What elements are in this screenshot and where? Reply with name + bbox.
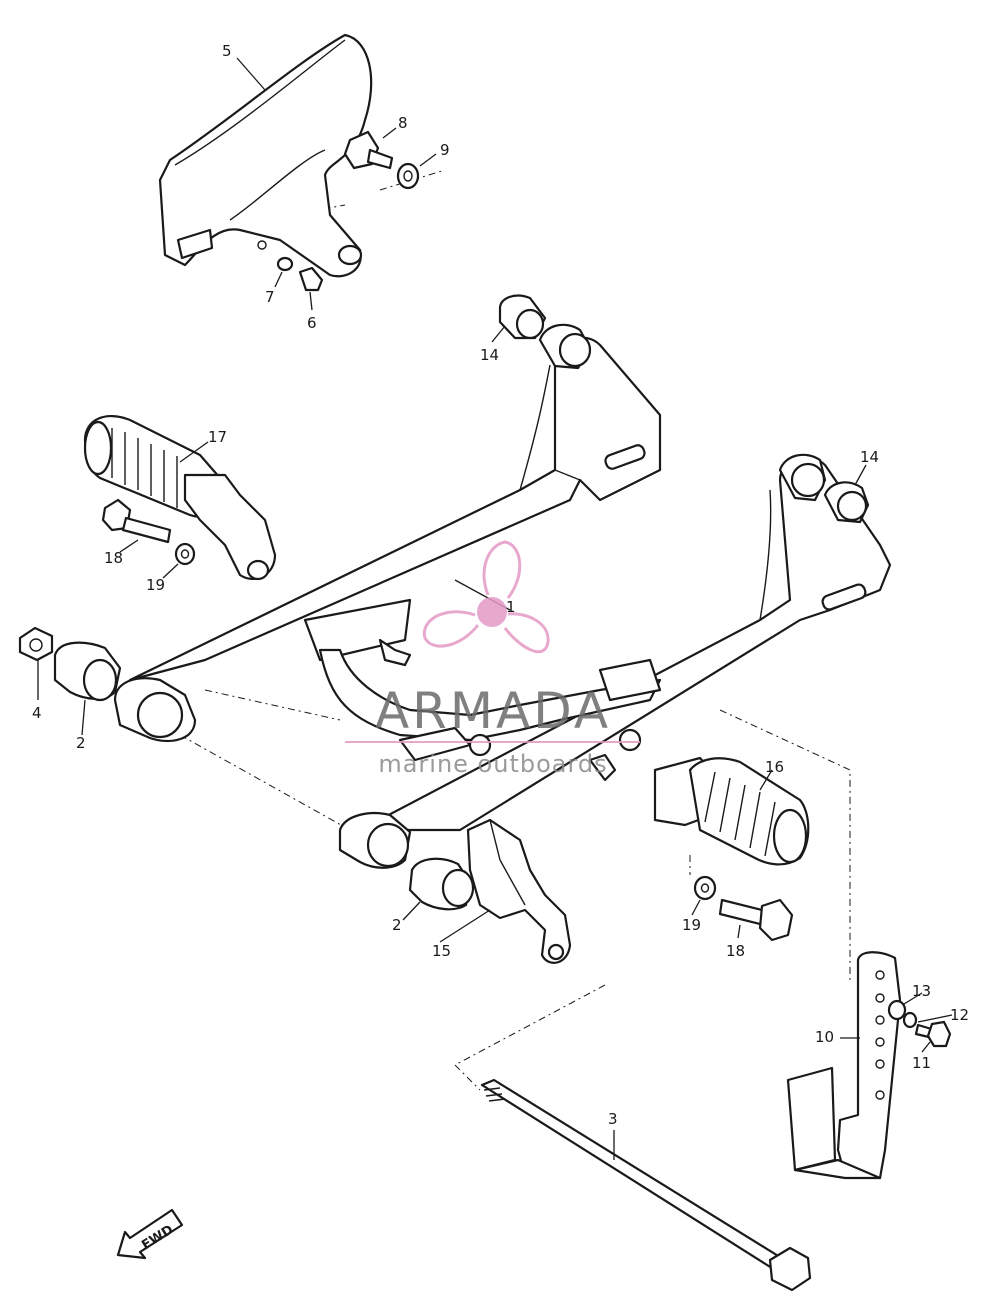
washer-7 — [276, 256, 294, 272]
propeller-blade-top — [482, 540, 522, 599]
bolt-8 — [343, 130, 394, 170]
label-17: 17 — [208, 428, 227, 446]
watermark-tagline: marine outboards — [378, 750, 607, 778]
heel-guard-5 — [158, 33, 373, 278]
propeller-blade-right — [503, 612, 550, 654]
leader-lines — [37, 57, 953, 1160]
washer-12 — [902, 1011, 918, 1029]
propeller-logo — [422, 540, 550, 654]
label-5: 5 — [222, 42, 232, 60]
washer-9 — [396, 162, 420, 190]
armada-watermark: ARMADA marine outboards — [345, 540, 640, 778]
pivot-boss-rear — [113, 677, 197, 742]
collar-14-front — [778, 453, 870, 524]
watermark-brand: ARMADA — [375, 682, 611, 740]
collar-2-rear — [53, 641, 122, 702]
label-9: 9 — [440, 141, 450, 159]
propeller-blade-left — [422, 610, 480, 648]
screw-6 — [298, 266, 324, 292]
label-1: 1 — [506, 598, 516, 616]
label-12: 12 — [950, 1006, 969, 1024]
label-8: 8 — [398, 114, 408, 132]
label-19-rear: 19 — [146, 576, 165, 594]
label-19-front: 19 — [682, 916, 701, 934]
shaft-3 — [480, 1078, 812, 1292]
label-2-rear: 2 — [76, 734, 86, 752]
label-2-front: 2 — [392, 916, 402, 934]
washer-19-rear — [174, 542, 196, 566]
label-4: 4 — [32, 704, 42, 722]
fwd-arrow: FWD — [116, 1208, 184, 1260]
label-13: 13 — [912, 982, 931, 1000]
label-11: 11 — [912, 1054, 931, 1072]
label-14-rear: 14 — [480, 346, 499, 364]
label-3: 3 — [608, 1110, 618, 1128]
washer-19-front — [693, 875, 717, 901]
part-labels: 5 8 9 7 6 14 17 14 18 19 1 4 2 16 2 15 1… — [32, 42, 969, 1128]
footrest-17 — [83, 415, 277, 581]
footrest-16 — [653, 756, 810, 866]
bolt-11 — [914, 1020, 952, 1048]
label-18-rear: 18 — [104, 549, 123, 567]
label-7: 7 — [265, 288, 275, 306]
label-18-front: 18 — [726, 942, 745, 960]
collar-2-front — [408, 857, 475, 911]
collar-14-rear — [498, 294, 592, 370]
nut-4 — [18, 626, 54, 662]
label-14-front: 14 — [860, 448, 879, 466]
label-16: 16 — [765, 758, 784, 776]
label-15: 15 — [432, 942, 451, 960]
label-10: 10 — [815, 1028, 834, 1046]
bolt-18-rear — [101, 498, 172, 544]
label-6: 6 — [307, 314, 317, 332]
propeller-hub — [477, 597, 507, 627]
bolt-18-front — [718, 898, 794, 942]
stay-10 — [786, 951, 902, 1180]
bracket-15 — [466, 818, 572, 964]
washer-13 — [887, 999, 907, 1021]
pivot-boss-front — [338, 812, 412, 869]
assembly-lines — [179, 169, 851, 1091]
